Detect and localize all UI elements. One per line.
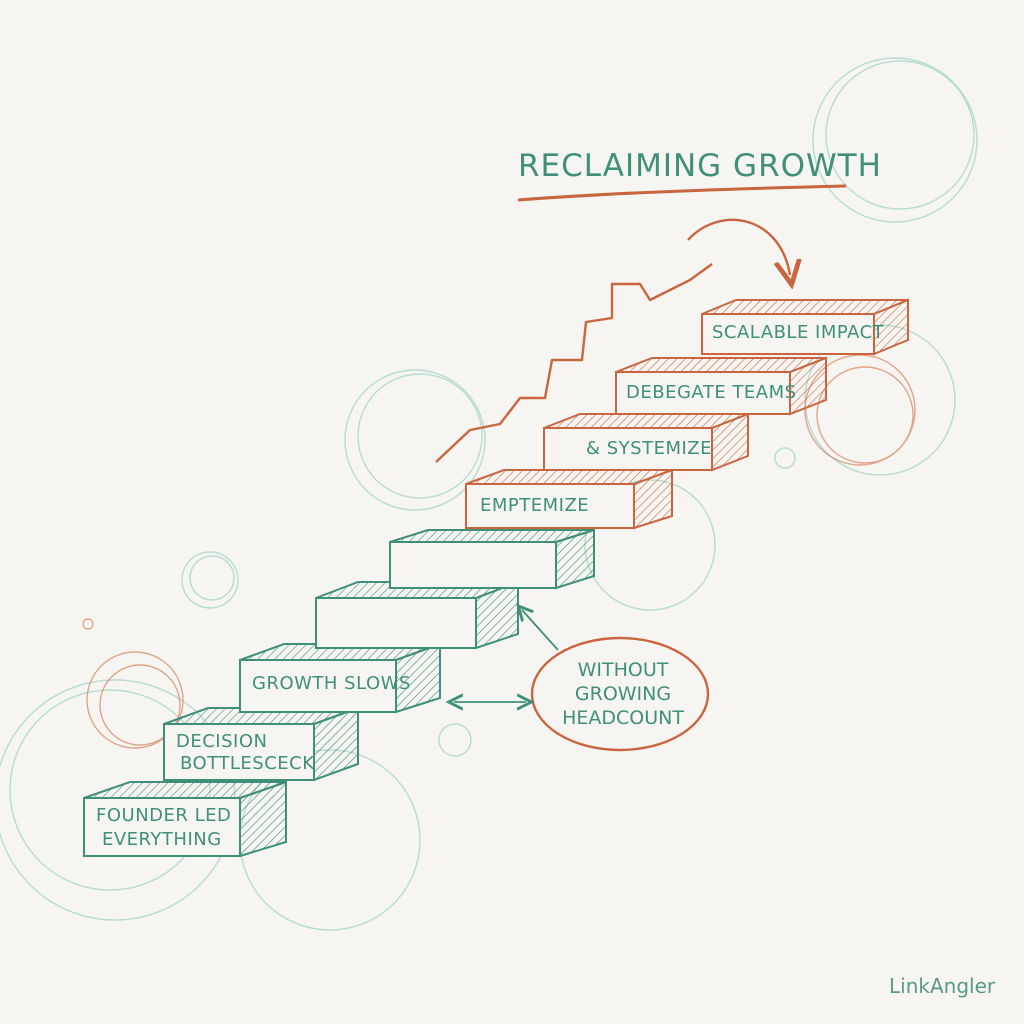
step-delegate-teams — [615, 356, 827, 416]
growth-zigzag-line — [435, 263, 713, 463]
diagram-title: RECLAIMING GROWTH — [518, 148, 882, 184]
step-label-systemize: & SYSTEMIZE — [586, 438, 713, 459]
callout-text: WITHOUT GROWING HEADCOUNT — [540, 658, 706, 730]
step-label-growth-slows: GROWTH SLOWS — [252, 673, 411, 694]
step-label-delegate-teams: DEBEGATE TEAMS — [626, 382, 797, 403]
step-founder-led — [83, 780, 287, 858]
step-label-founder-line2: EVERYTHING — [102, 829, 222, 850]
step-blank-2 — [389, 528, 595, 590]
step-systemize — [543, 412, 749, 472]
step-growth-slows — [239, 642, 441, 714]
step-label-scalable-impact: SCALABLE IMPACT — [712, 322, 885, 343]
callout-line3: HEADCOUNT — [562, 707, 684, 729]
lower-steps — [83, 528, 595, 858]
step-label-decision-line1: DECISION — [176, 731, 268, 752]
callout-line2: GROWING — [574, 683, 672, 705]
upper-steps — [465, 298, 909, 530]
curved-arrow-icon — [687, 218, 790, 275]
step-label-emptemize: EMPTEMIZE — [480, 495, 590, 516]
step-emptemize — [465, 468, 673, 530]
step-label-decision-line2: BOTTLESCECK — [180, 753, 315, 774]
step-label-founder-line1: FOUNDER LED — [96, 805, 232, 826]
title-underline — [517, 184, 847, 202]
step-decision-bottleneck — [163, 706, 359, 782]
step-blank-1 — [315, 580, 519, 650]
step-scalable-impact — [701, 298, 909, 356]
callout-line1: WITHOUT — [577, 659, 669, 681]
callout-arrow-upper — [522, 610, 559, 651]
brand-logo-text: LinkAngler — [889, 974, 996, 998]
